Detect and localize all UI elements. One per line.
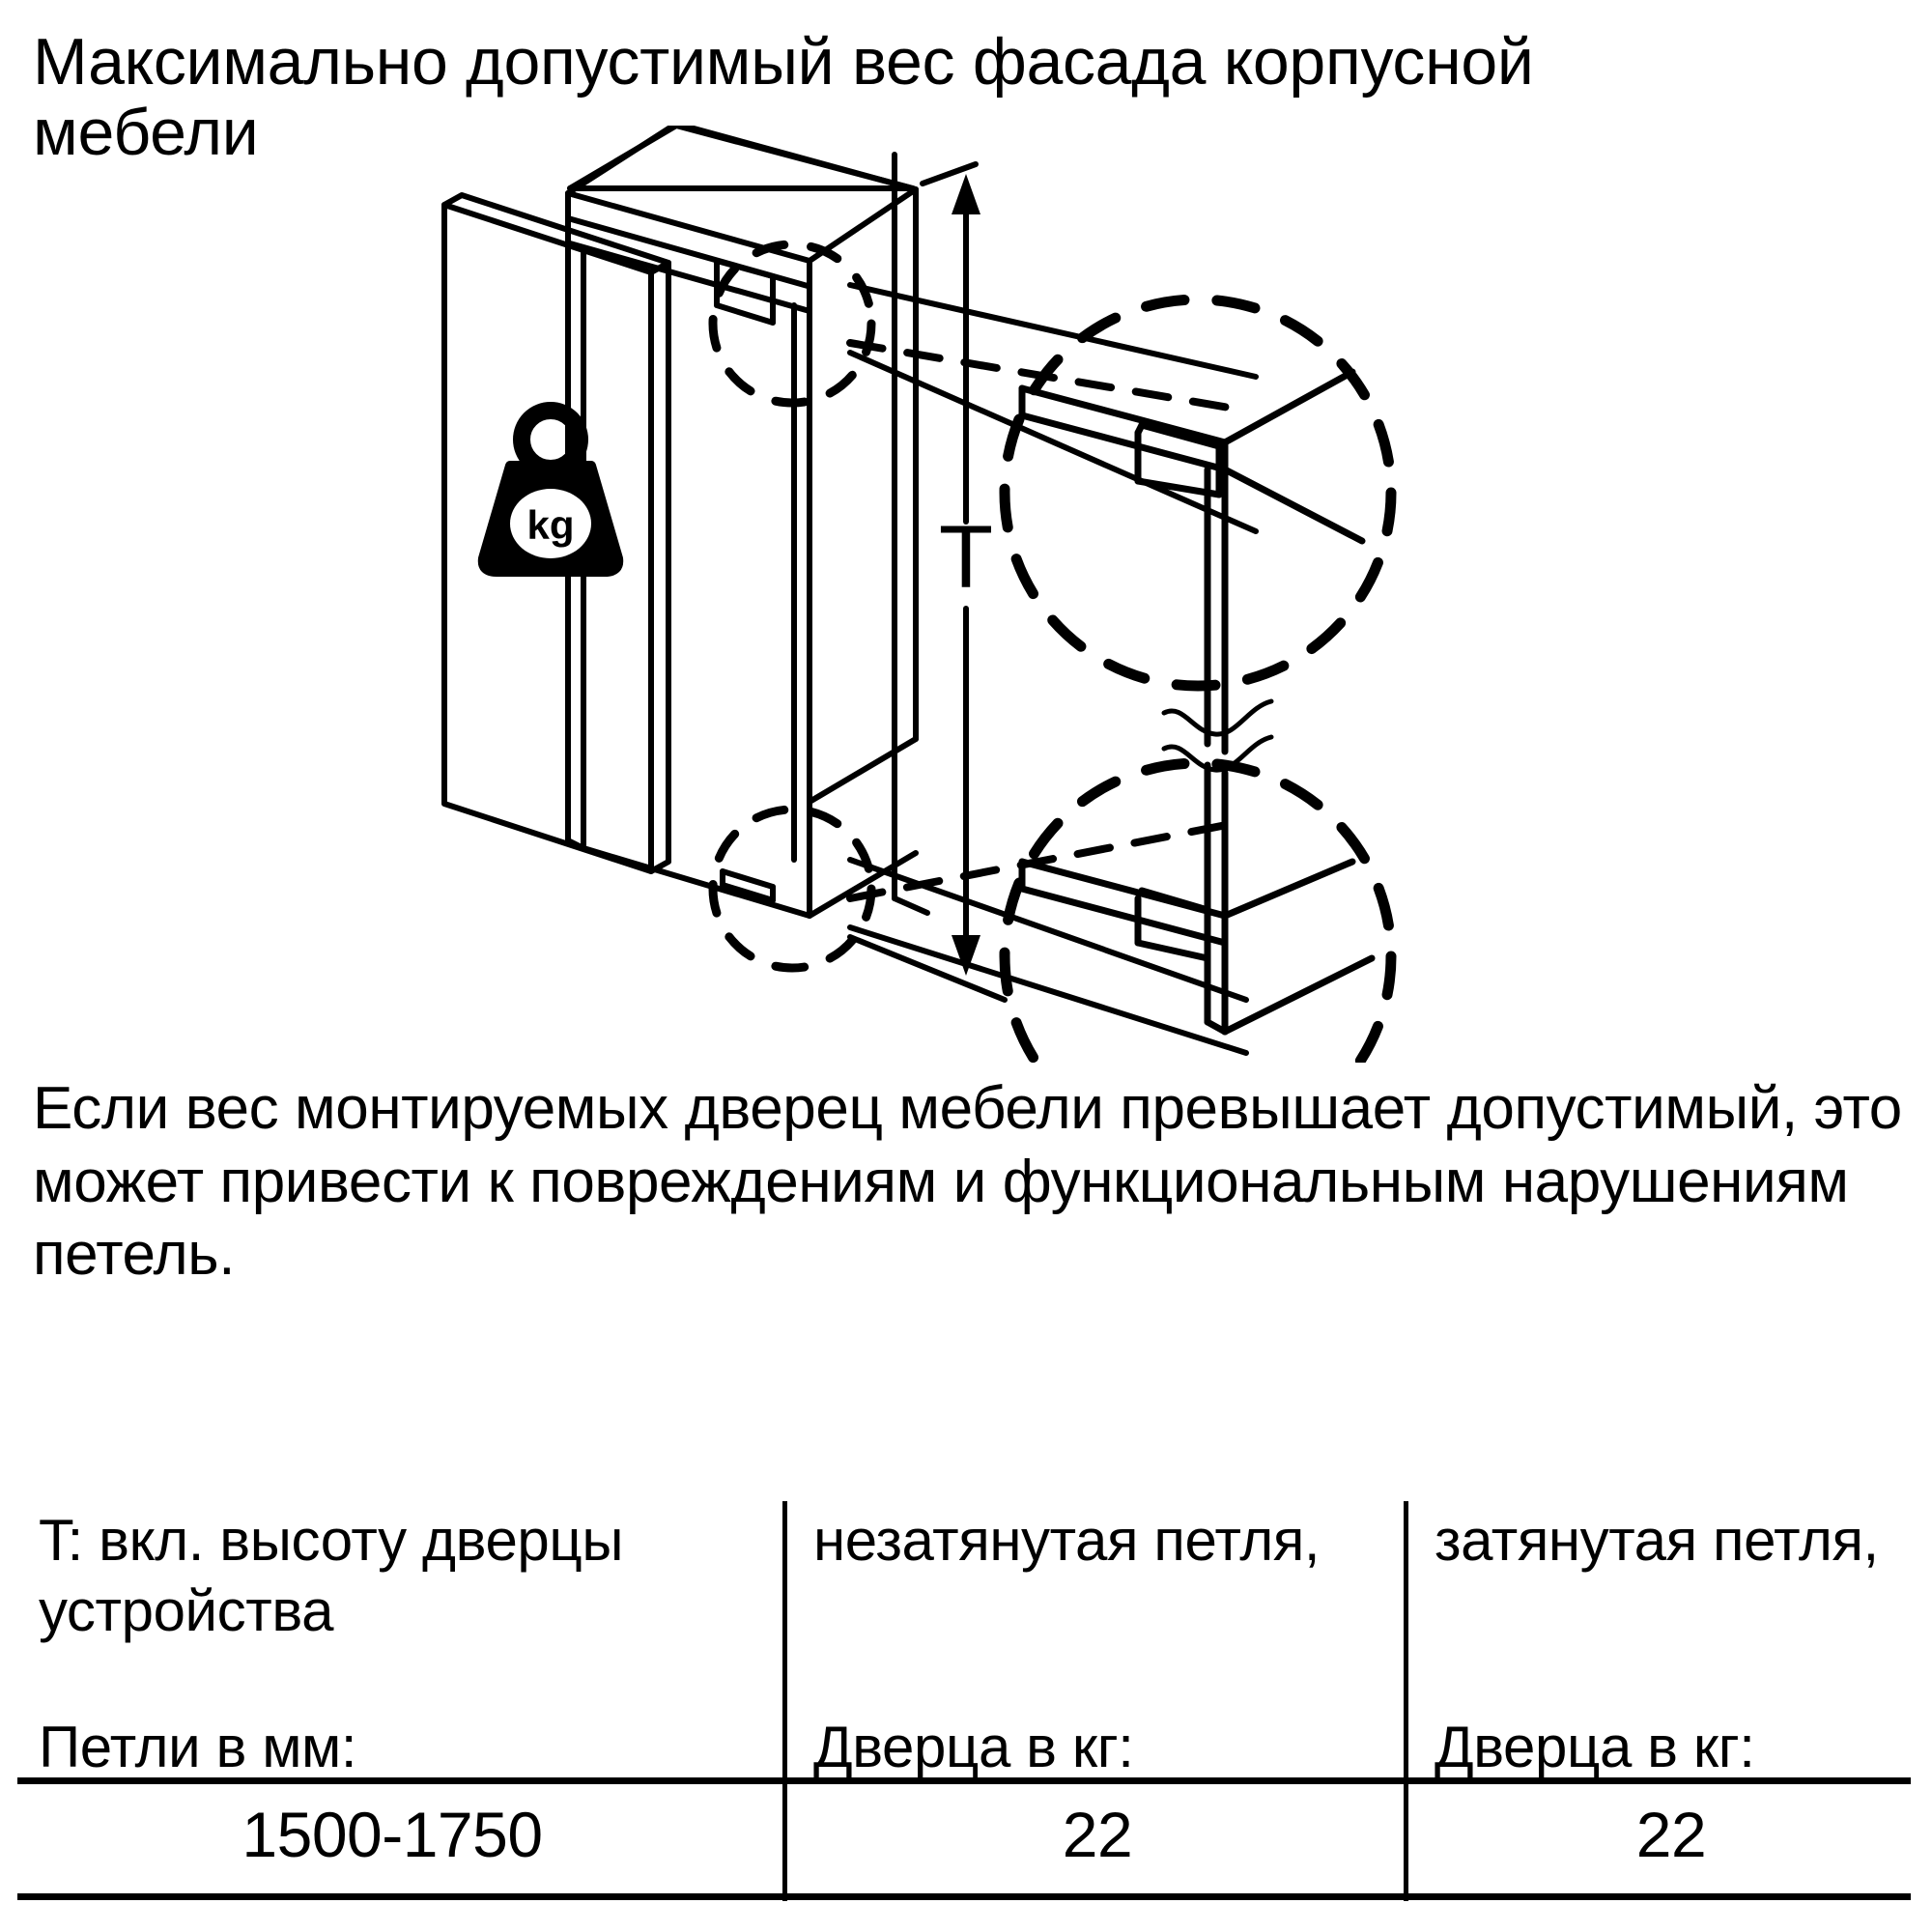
hinge-rail [791, 302, 812, 870]
page-title: Максимально допустимый вес фасада корпус… [33, 25, 1534, 170]
table-column-divider-2 [1404, 1501, 1408, 1901]
top-hinge-detail-content [1018, 368, 1366, 755]
table-header-untightened: незатянутая петля, [813, 1508, 1321, 1573]
cabinet-bottom [581, 845, 919, 919]
warning-paragraph: Если вес монтируемых дверец мебели превы… [33, 1075, 1902, 1289]
table-header-hinges-sub: Петли в мм: [39, 1715, 357, 1779]
dimension-arrow-up [952, 174, 980, 214]
table-column-divider-1 [782, 1501, 787, 1901]
table-header-tightened: затянутая петля, [1435, 1508, 1879, 1573]
table-header-tightened-sub: Дверца в кг: [1435, 1715, 1755, 1779]
table-header-hinges: T: вкл. высоту дверцы устройства [39, 1508, 624, 1644]
top-hinge-detail-circle [999, 294, 1397, 692]
table-cell-hinges-value: 1500-1750 [242, 1799, 543, 1870]
diagram-svg: kg T [441, 126, 1397, 1063]
bottom-hinge-detail-content [1018, 761, 1376, 1036]
top-hinge-callout-circle [708, 240, 876, 408]
dimension-arrow-down [952, 935, 980, 976]
weight-kg-icon: kg [477, 402, 624, 577]
table-cell-untightened-value: 22 [1062, 1799, 1133, 1870]
bottom-hinge-detail-circle [999, 757, 1397, 1063]
table-header-untightened-sub: Дверца в кг: [813, 1715, 1134, 1779]
break-symbol [1161, 698, 1274, 773]
dimension-line-T [847, 152, 1008, 1003]
table-bottom-rule [17, 1893, 1911, 1900]
bottom-hinge-callout-circle [708, 805, 876, 973]
table-header-rule [17, 1777, 1911, 1784]
weight-icon-label: kg [526, 502, 574, 548]
dimension-label-T: T [939, 508, 993, 607]
technical-diagram: kg T [0, 126, 1932, 1063]
cabinet-body [565, 126, 919, 805]
table-cell-tightened-value: 22 [1635, 1799, 1707, 1870]
max-door-weight-table: T: вкл. высоту дверцы устройства Петли в… [0, 1495, 1932, 1901]
